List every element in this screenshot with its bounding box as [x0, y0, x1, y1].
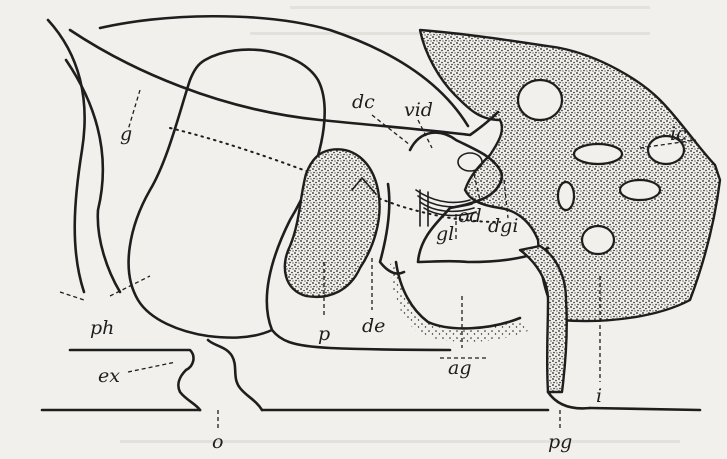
gland-cavity: [620, 180, 660, 200]
stippled-gland-mass: [420, 30, 720, 321]
label-de: de: [362, 315, 385, 337]
mouth-right: [208, 340, 262, 410]
stippled-lobe-p: [285, 149, 380, 297]
label-ph: ph: [90, 317, 114, 339]
gland-cavity: [582, 226, 614, 254]
oval-lobe-outline: [129, 50, 325, 338]
stalk-right-outline: [548, 392, 590, 408]
gland-cavity: [558, 182, 574, 210]
label-p: p: [318, 323, 330, 345]
label-g: g: [120, 123, 132, 145]
baseline-upper: [70, 350, 193, 370]
od-nucleus: [458, 153, 482, 171]
label-dc: dc: [352, 91, 375, 113]
left-inner-outline: [66, 60, 120, 292]
mouth-left: [178, 370, 200, 410]
gland-cavity: [518, 80, 562, 120]
label-vid: vid: [404, 99, 433, 121]
stalk-de-outline: [380, 184, 404, 274]
label-pg: pg: [548, 431, 572, 453]
label-i: i: [596, 385, 602, 407]
label-od: od: [458, 205, 482, 227]
label-ic: ic: [670, 123, 687, 145]
gland-cavity: [574, 144, 622, 164]
label-dgi: dgi: [488, 215, 518, 237]
stippled-stalk-pg: [520, 246, 567, 392]
label-ex: ex: [98, 365, 120, 387]
label-ag: ag: [448, 357, 472, 379]
label-gl: gl: [436, 223, 454, 245]
label-o: o: [212, 431, 223, 453]
baseline-lower: [42, 408, 700, 410]
